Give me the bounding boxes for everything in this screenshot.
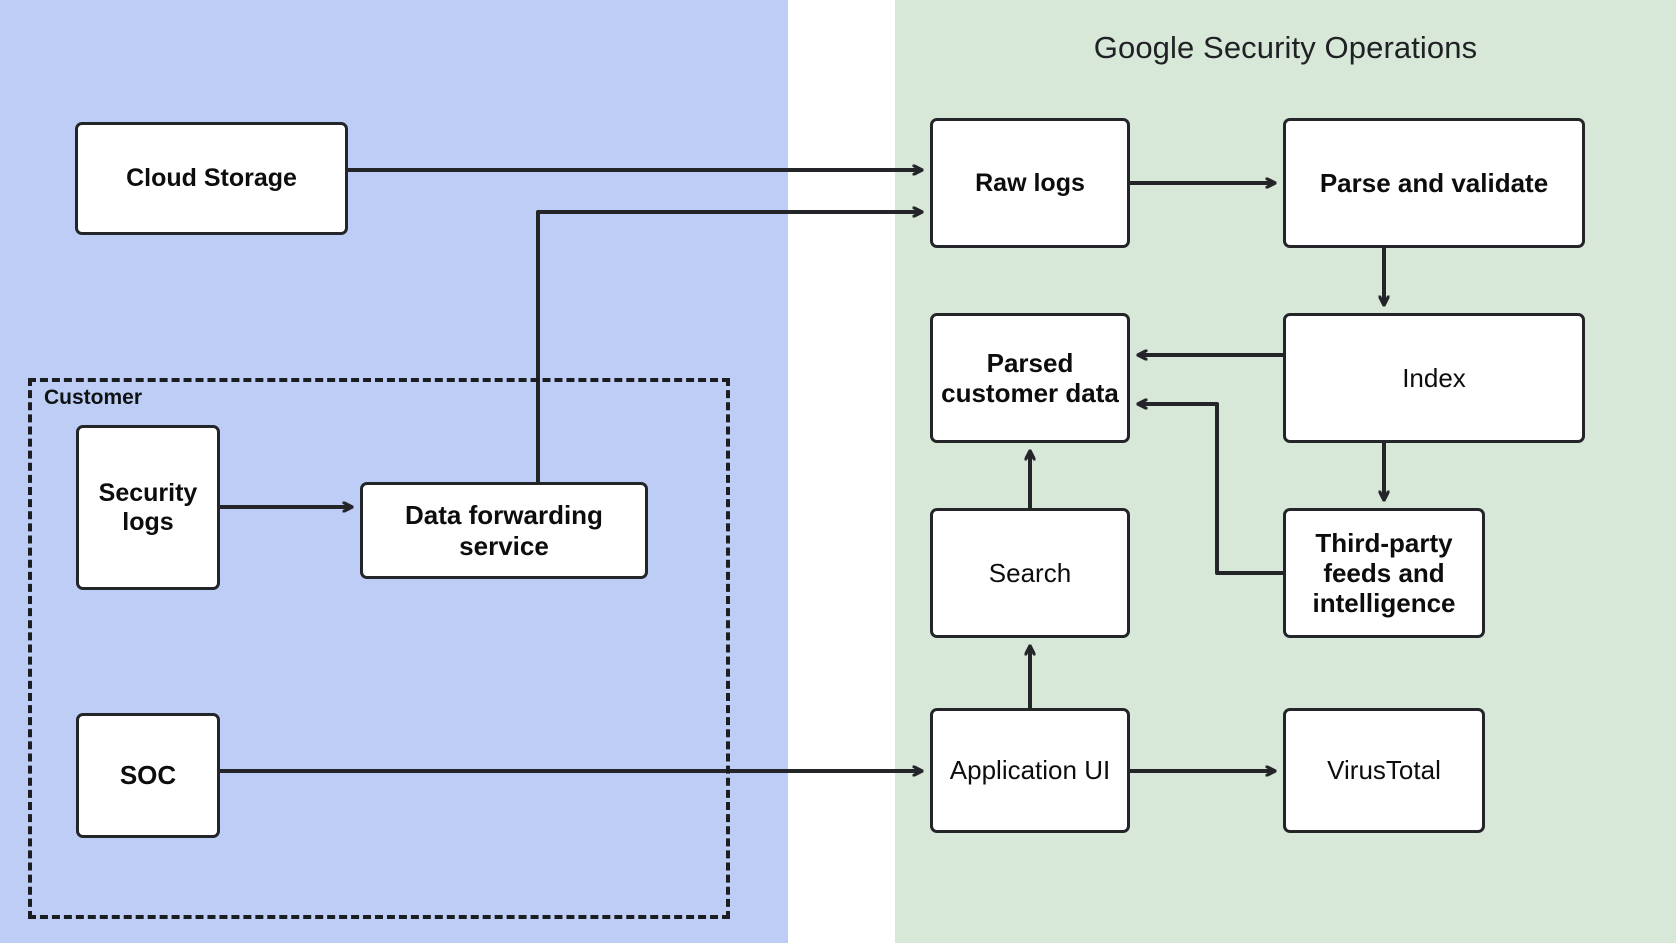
node-search[interactable]: Search <box>930 508 1130 638</box>
node-application-ui-label: Application UI <box>949 755 1111 786</box>
group-customer-label: Customer <box>40 384 149 412</box>
node-data-forwarding-service-label: Data forwarding service <box>405 500 603 561</box>
panel-title-google-security-operations: Google Security Operations <box>1093 30 1478 65</box>
node-cloud-storage[interactable]: Cloud Storage <box>75 122 348 235</box>
node-data-forwarding-service[interactable]: Data forwarding service <box>360 482 648 579</box>
node-raw-logs-label: Raw logs <box>975 168 1085 197</box>
node-index-label: Index <box>1402 362 1466 393</box>
group-customer-boundary <box>28 378 730 919</box>
node-soc-label: SOC <box>119 760 177 791</box>
node-parsed-customer-data-label: Parsed customer data <box>941 347 1119 408</box>
node-parse-and-validate-label: Parse and validate <box>1319 167 1549 198</box>
node-parsed-customer-data[interactable]: Parsed customer data <box>930 313 1130 443</box>
node-search-label: Search <box>988 557 1072 588</box>
node-index[interactable]: Index <box>1283 313 1585 443</box>
node-soc[interactable]: SOC <box>76 713 220 838</box>
node-third-party-feeds-and-intelligence[interactable]: Third-party feeds and intelligence <box>1283 508 1485 638</box>
edge-thirdparty-to-parsed-data <box>1138 404 1283 575</box>
node-virustotal-label: VirusTotal <box>1327 755 1441 786</box>
node-security-logs[interactable]: Security logs <box>76 425 220 590</box>
node-security-logs-label: Security logs <box>98 478 198 536</box>
node-third-party-feeds-and-intelligence-label: Third-party feeds and intelligence <box>1312 527 1456 619</box>
node-cloud-storage-label: Cloud Storage <box>126 164 297 192</box>
edge-data-forwarding-to-raw-logs <box>536 212 922 482</box>
node-parse-and-validate[interactable]: Parse and validate <box>1283 118 1585 248</box>
node-virustotal[interactable]: VirusTotal <box>1283 708 1485 833</box>
node-raw-logs[interactable]: Raw logs <box>930 118 1130 248</box>
node-application-ui[interactable]: Application UI <box>930 708 1130 833</box>
